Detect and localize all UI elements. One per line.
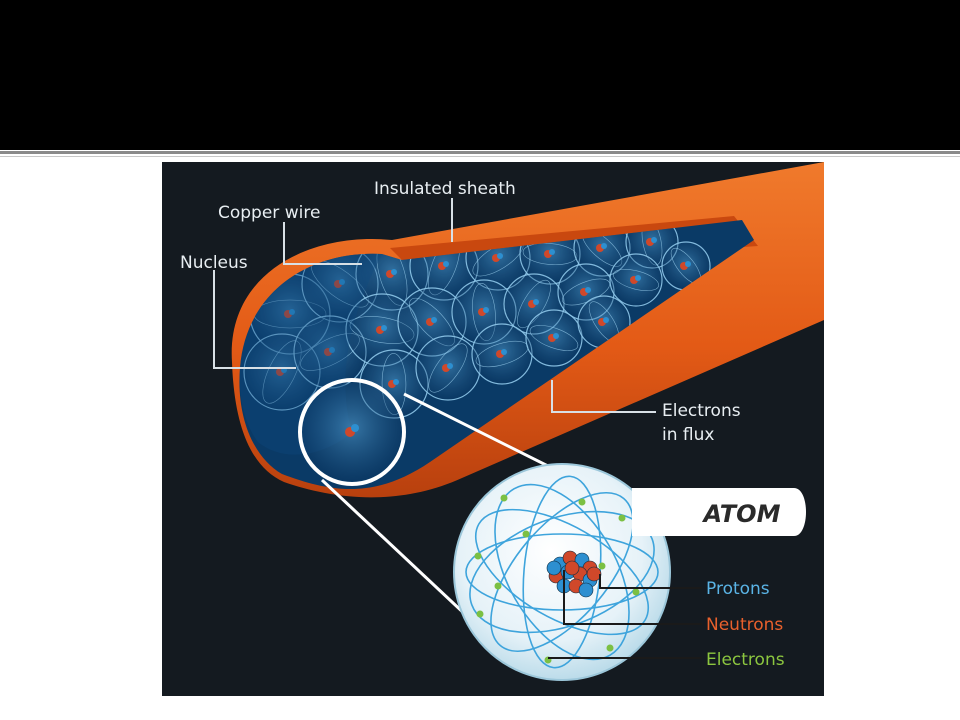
atom-orbit xyxy=(465,533,659,611)
core-atom-nucleus xyxy=(289,309,295,315)
label-electrons: Electrons xyxy=(706,650,785,670)
neutron xyxy=(564,560,580,576)
slide-title-bar xyxy=(0,0,960,150)
electron xyxy=(474,552,482,560)
core-atom-nucleus xyxy=(483,307,489,313)
core-atom-orbit xyxy=(612,269,660,291)
atom-leader-lines xyxy=(548,570,702,659)
core-atom-nucleus xyxy=(393,379,399,385)
atom-orbit xyxy=(490,491,634,653)
core-atom-nucleus xyxy=(685,261,691,267)
atom-orbit xyxy=(494,483,630,661)
label-copper-wire: Copper wire xyxy=(218,203,320,223)
core-atom-nucleus xyxy=(381,325,387,331)
electron xyxy=(522,530,530,538)
leader-copper xyxy=(283,222,362,265)
core-atom-nucleus xyxy=(603,317,609,323)
electron xyxy=(500,494,508,502)
title-divider-thin xyxy=(0,156,960,157)
electron xyxy=(632,588,640,596)
highlighted-atom-nucleus xyxy=(351,424,359,432)
core-atom-nucleus xyxy=(329,347,335,353)
electron xyxy=(578,498,586,506)
electron xyxy=(476,610,484,618)
zoom-line-bottom xyxy=(320,478,486,634)
label-electrons-in-flux-line2: in flux xyxy=(662,425,714,445)
atom-badge-label: ATOM xyxy=(702,500,781,528)
label-nucleus: Nucleus xyxy=(180,253,248,273)
label-protons: Protons xyxy=(706,579,770,599)
core-atom-nucleus xyxy=(447,363,453,369)
electron xyxy=(494,582,502,590)
leader-nucleus xyxy=(213,270,296,369)
core-atom-nucleus xyxy=(501,349,507,355)
core-atom-nucleus xyxy=(339,279,345,285)
highlighted-atom-ring xyxy=(298,378,406,486)
electron xyxy=(598,562,606,570)
zoom-line-top xyxy=(403,392,565,476)
core-atom-nucleus xyxy=(431,317,437,323)
proton xyxy=(546,560,562,576)
copper-wire-diagram: ATOM Insulated sheath Copper wire Nucleu… xyxy=(162,162,824,696)
core-atom-nucleus xyxy=(533,299,539,305)
core-atom-nucleus xyxy=(497,253,503,259)
core-atom-orbit xyxy=(517,279,551,329)
core-atom-nucleus xyxy=(549,249,555,255)
core-atom-nucleus xyxy=(635,275,641,281)
label-insulated-sheath: Insulated sheath xyxy=(374,179,516,199)
core-atom-orbit xyxy=(529,325,579,351)
proton xyxy=(578,582,594,598)
atom-orbit xyxy=(474,508,650,636)
core-atom-nucleus xyxy=(585,287,591,293)
leader-electrons-flux xyxy=(551,380,656,413)
core-atom-nucleus xyxy=(391,269,397,275)
leader-protons xyxy=(599,574,702,589)
atom-orbit xyxy=(469,510,655,634)
core-atom-nucleus xyxy=(443,261,449,267)
label-electrons-in-flux-line1: Electrons xyxy=(662,401,741,421)
atom-badge xyxy=(632,488,806,536)
neutron xyxy=(586,566,602,582)
core-atom-nucleus xyxy=(651,237,657,243)
electron xyxy=(606,644,614,652)
wire-illustration: ATOM Insulated sheath Copper wire Nucleu… xyxy=(162,162,824,696)
leader-lines xyxy=(213,198,656,413)
core-atom-nucleus xyxy=(553,333,559,339)
leader-neutrons xyxy=(563,570,702,625)
electron xyxy=(618,514,626,522)
atom-orbits xyxy=(465,475,659,669)
label-neutrons: Neutrons xyxy=(706,615,783,635)
title-divider xyxy=(0,151,960,154)
core-atom-orbit xyxy=(428,343,468,393)
core-atom-nucleus xyxy=(601,243,607,249)
